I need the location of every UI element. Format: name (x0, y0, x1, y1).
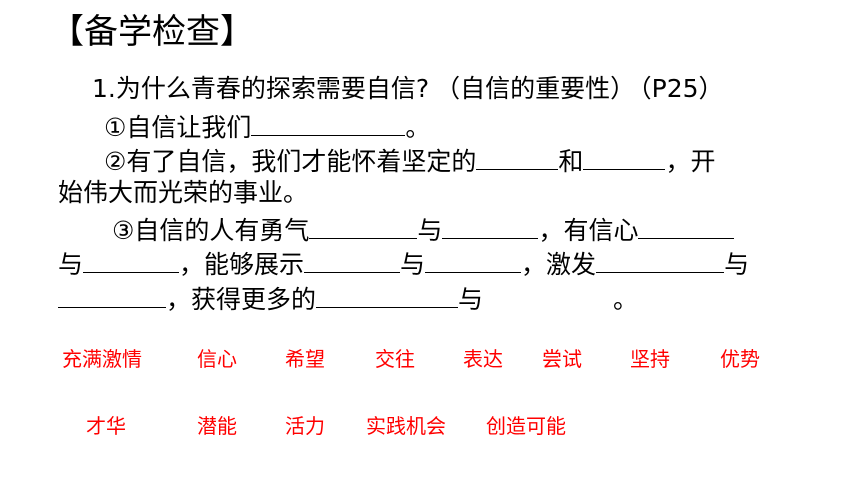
answer-blank[interactable] (251, 109, 406, 136)
keyword[interactable]: 表达 (463, 347, 503, 371)
item-3-and: 与 (58, 250, 84, 279)
question-page-ref: （P25） (639, 74, 724, 103)
item-3-show: ，能够展示 (179, 250, 305, 279)
answer-blank[interactable] (425, 246, 522, 273)
keyword[interactable]: 尝试 (542, 347, 582, 371)
answer-blank[interactable] (638, 212, 735, 239)
answer-blank[interactable] (58, 281, 166, 308)
keyword[interactable]: 充满激情 (62, 347, 142, 371)
keyword[interactable]: 潜能 (197, 414, 237, 438)
answer-blank[interactable] (476, 143, 559, 170)
item-3-and: 与 (417, 216, 443, 245)
page-title: 【备学检查】 (50, 12, 254, 52)
answer-blank[interactable] (583, 143, 666, 170)
item-2-continuation-text: 始伟大而光荣的事业。 (58, 178, 309, 207)
keyword[interactable]: 才华 (86, 414, 126, 438)
item-2-text: ②有了自信，我们才能怀着坚定的 (104, 147, 477, 176)
keyword[interactable]: 坚持 (630, 347, 670, 371)
answer-blank[interactable] (83, 246, 180, 273)
answer-blank[interactable] (304, 246, 401, 273)
item-2-continuation: 始伟大而光荣的事业。 (58, 176, 308, 210)
item-3-and: 与 (400, 250, 426, 279)
keyword[interactable]: 创造可能 (486, 414, 566, 438)
item-2-tail: ，开 (665, 147, 716, 176)
keyword[interactable]: 信心 (197, 347, 237, 371)
item-3-and: 与 (724, 250, 750, 279)
keyword[interactable]: 实践机会 (366, 414, 446, 438)
question-text: 为什么青春的探索需要自信? (115, 74, 430, 103)
keyword[interactable]: 优势 (720, 347, 760, 371)
item-3-end: 。 (613, 285, 639, 314)
item-3-text: ③自信的人有勇气 (112, 216, 310, 245)
item-3-line-2: 与 ，能够展示 与 ，激发 与 (58, 246, 749, 282)
item-1-text: ①自信让我们 (104, 113, 252, 142)
item-2-and: 和 (558, 147, 584, 176)
item-3-inspire: ，激发 (521, 250, 597, 279)
answer-blank[interactable] (442, 212, 539, 239)
question-number: 1. (92, 74, 116, 103)
keyword[interactable]: 希望 (285, 347, 325, 371)
item-3-and: 与 (458, 285, 484, 314)
question-note: （自信的重要性） (435, 74, 636, 103)
item-3-gain: ，获得更多的 (166, 285, 317, 314)
item-3-confidence: ，有信心 (538, 216, 639, 245)
answer-blank[interactable] (596, 246, 725, 273)
item-3-line-3: ，获得更多的 与 。 (58, 281, 638, 317)
item-2-line: ②有了自信，我们才能怀着坚定的 和 ，开 (104, 143, 715, 179)
keyword[interactable]: 活力 (285, 414, 325, 438)
item-1-line: ①自信让我们 。 (104, 109, 430, 145)
item-3-line-1: ③自信的人有勇气 与 ，有信心 (112, 212, 735, 248)
answer-blank[interactable] (316, 281, 459, 308)
question-line: 1.为什么青春的探索需要自信?（自信的重要性）（P25） (92, 72, 724, 106)
answer-blank[interactable] (309, 212, 418, 239)
item-1-end: 。 (405, 113, 431, 142)
keyword[interactable]: 交往 (375, 347, 415, 371)
